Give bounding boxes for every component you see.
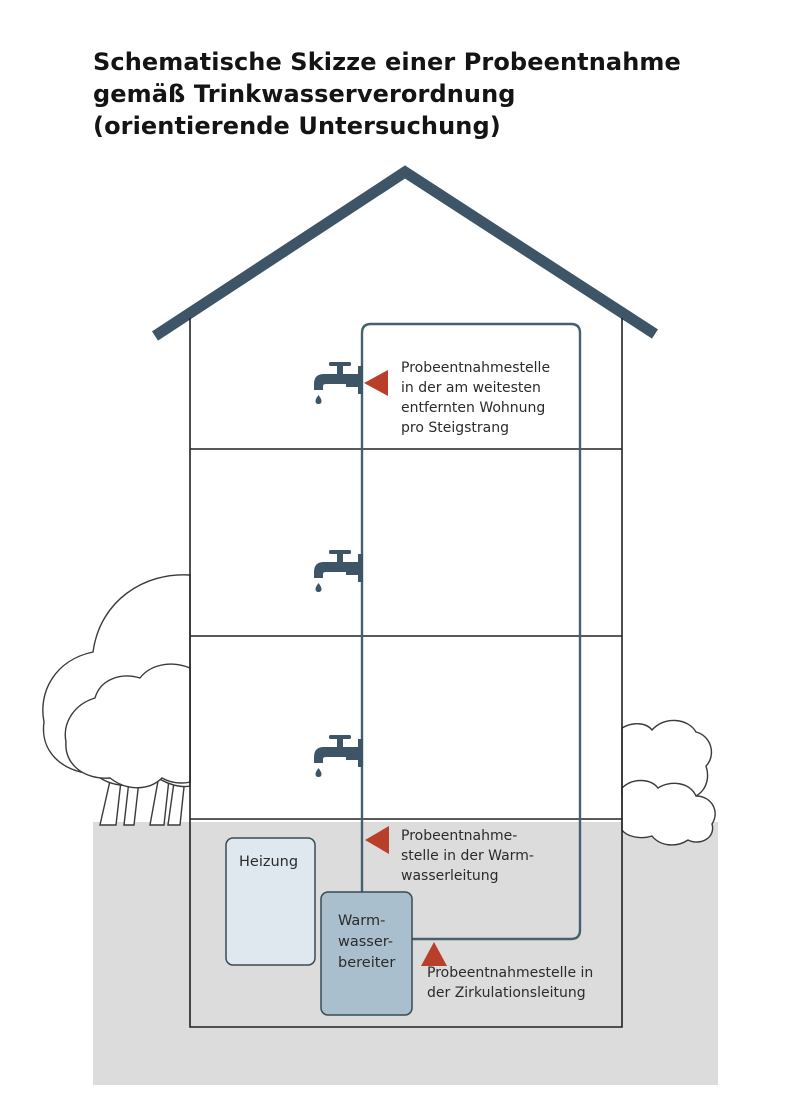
- water-heater-label: Warm- wasser- bereiter: [338, 913, 396, 971]
- tap-icon: [314, 550, 363, 592]
- roof: [151, 165, 658, 341]
- tree-icon: [42, 574, 191, 826]
- title-line-2: gemäß Trinkwasserverordnung: [93, 80, 516, 108]
- heating-unit: [225, 837, 316, 966]
- title-line-1: Schematische Skizze einer Probeentnahme: [93, 48, 681, 76]
- water-pipe-loop: [360, 322, 582, 941]
- tap-icon: [314, 735, 363, 777]
- page-title: Schematische Skizze einer Probeentnahme …: [93, 46, 773, 142]
- sampling-marker: [365, 826, 389, 854]
- water-heater: [320, 891, 413, 1016]
- bush-icon: [621, 719, 716, 846]
- title-line-3: (orientierende Untersuchung): [93, 112, 501, 140]
- label-top-sample: Probeentnahmestelle in der am weitesten …: [401, 360, 551, 436]
- sampling-marker: [421, 942, 447, 966]
- tap-icon: [314, 362, 363, 404]
- label-warm-sample: Probeentnahme- stelle in der Warm- wasse…: [401, 828, 534, 884]
- sampling-marker: [364, 370, 388, 396]
- label-circulation-sample: Probeentnahmestelle in der Zirkulationsl…: [427, 965, 594, 1001]
- house-outline: [189, 318, 623, 1028]
- heating-label: Heizung: [239, 854, 299, 870]
